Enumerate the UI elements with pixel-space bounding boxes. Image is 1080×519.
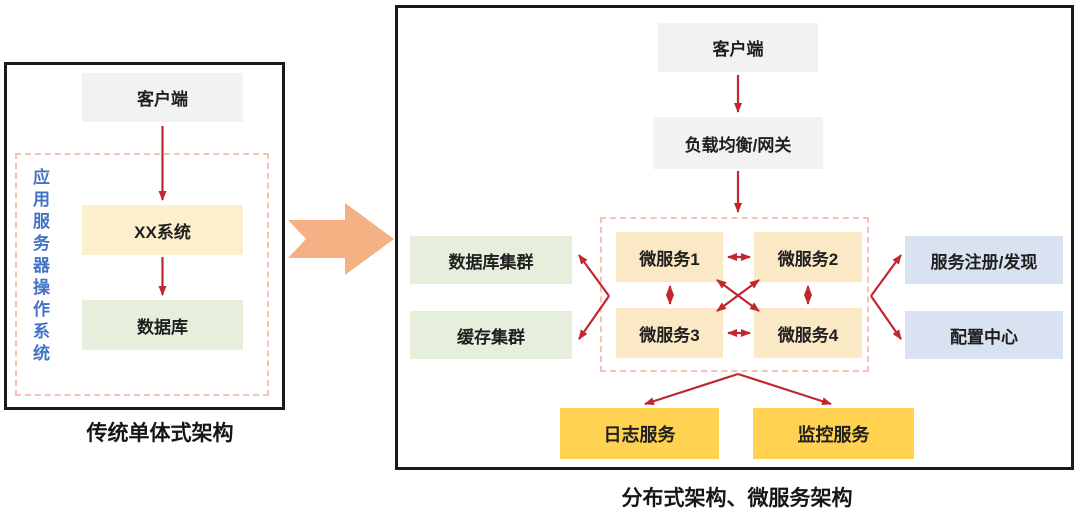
monolith-panel	[4, 62, 285, 410]
microservices-caption: 分布式架构、微服务架构	[621, 487, 853, 510]
microservice-2-node: 微服务2	[754, 232, 862, 282]
microservices-panel	[395, 5, 1074, 470]
monitor-service-node: 监控服务	[753, 408, 914, 459]
monolith-client-node: 客户端	[82, 73, 243, 122]
monolith-database-node: 数据库	[82, 300, 243, 350]
service-registry-node: 服务注册/发现	[905, 236, 1063, 284]
gateway-node: 负载均衡/网关	[653, 117, 823, 169]
transformation-arrow-icon	[288, 203, 394, 275]
microservice-1-node: 微服务1	[616, 232, 723, 282]
microservice-3-node: 微服务3	[616, 308, 723, 358]
db-cluster-node: 数据库集群	[410, 236, 572, 284]
log-service-node: 日志服务	[560, 408, 719, 459]
monolith-system-node: XX系统	[82, 205, 243, 255]
ms-client-node: 客户端	[658, 23, 818, 72]
monolith-caption: 传统单体式架构	[86, 422, 234, 445]
config-center-node: 配置中心	[905, 311, 1063, 359]
cache-cluster-node: 缓存集群	[410, 311, 572, 359]
app-server-os-label: 应用服务器操作系统	[30, 168, 49, 366]
microservice-4-node: 微服务4	[754, 308, 862, 358]
app-server-os-boundary	[15, 153, 269, 396]
